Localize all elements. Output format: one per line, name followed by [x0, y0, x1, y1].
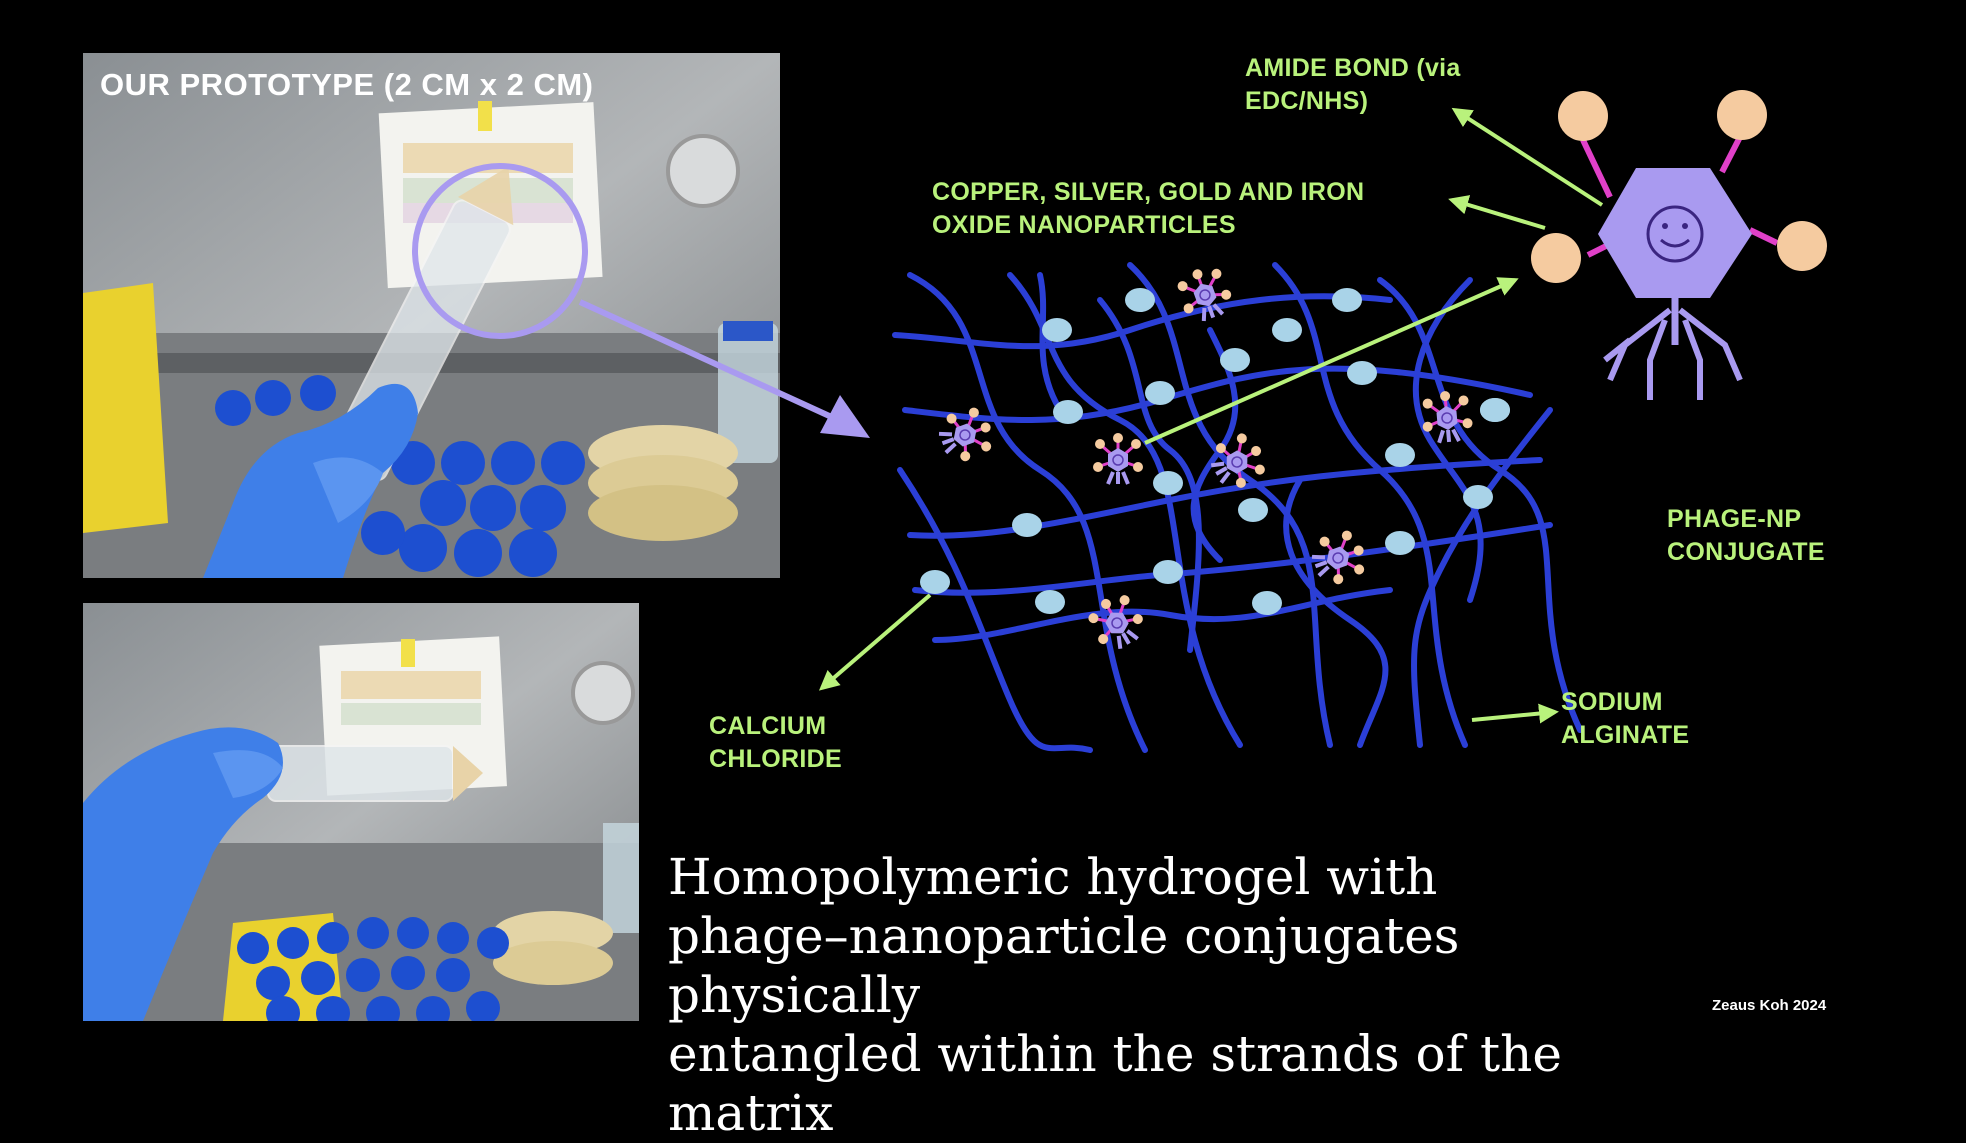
- large-phage-np-conjugate: [1531, 90, 1827, 400]
- smiley-icon: [1646, 205, 1704, 263]
- calcium-chloride-label: CALCIUM CHLORIDE: [709, 712, 842, 773]
- zoom-connector-line: [578, 299, 862, 433]
- lab-photo-illustration: [83, 53, 780, 578]
- alginate-strands: [892, 262, 1583, 753]
- phage-head: [1598, 168, 1752, 298]
- zoom-connector-arrowhead: [820, 395, 870, 438]
- hydrogel-diagram: [578, 90, 1827, 753]
- nanoparticle: [1717, 90, 1767, 140]
- nanoparticle: [1531, 233, 1581, 283]
- prototype-photo-top: OUR PROTOTYPE (2 CM x 2 CM): [83, 53, 780, 578]
- phage-np-conjugate-label: PHAGE-NP CONJUGATE: [1667, 505, 1825, 566]
- nanoparticles-label: COPPER, SILVER, GOLD AND IRON OXIDE NANO…: [932, 178, 1365, 239]
- credit-text: Zeaus Koh 2024: [1712, 997, 1827, 1014]
- amide-bond-label: AMIDE BOND (via EDC/NHS): [1245, 54, 1461, 115]
- label-arrows: [818, 107, 1604, 724]
- prototype-caption: OUR PROTOTYPE (2 CM x 2 CM): [100, 67, 594, 102]
- calcium-crosslinks: [920, 288, 1510, 615]
- nanoparticle: [1777, 221, 1827, 271]
- headline-text: Homopolymeric hydrogel with phage–nanopa…: [668, 848, 1562, 1142]
- sodium-alginate-label: SODIUM ALGINATE: [1561, 688, 1690, 749]
- prototype-photo-bottom: [83, 603, 639, 1021]
- nanoparticle: [1558, 91, 1608, 141]
- lab-photo-illustration: [83, 603, 639, 1021]
